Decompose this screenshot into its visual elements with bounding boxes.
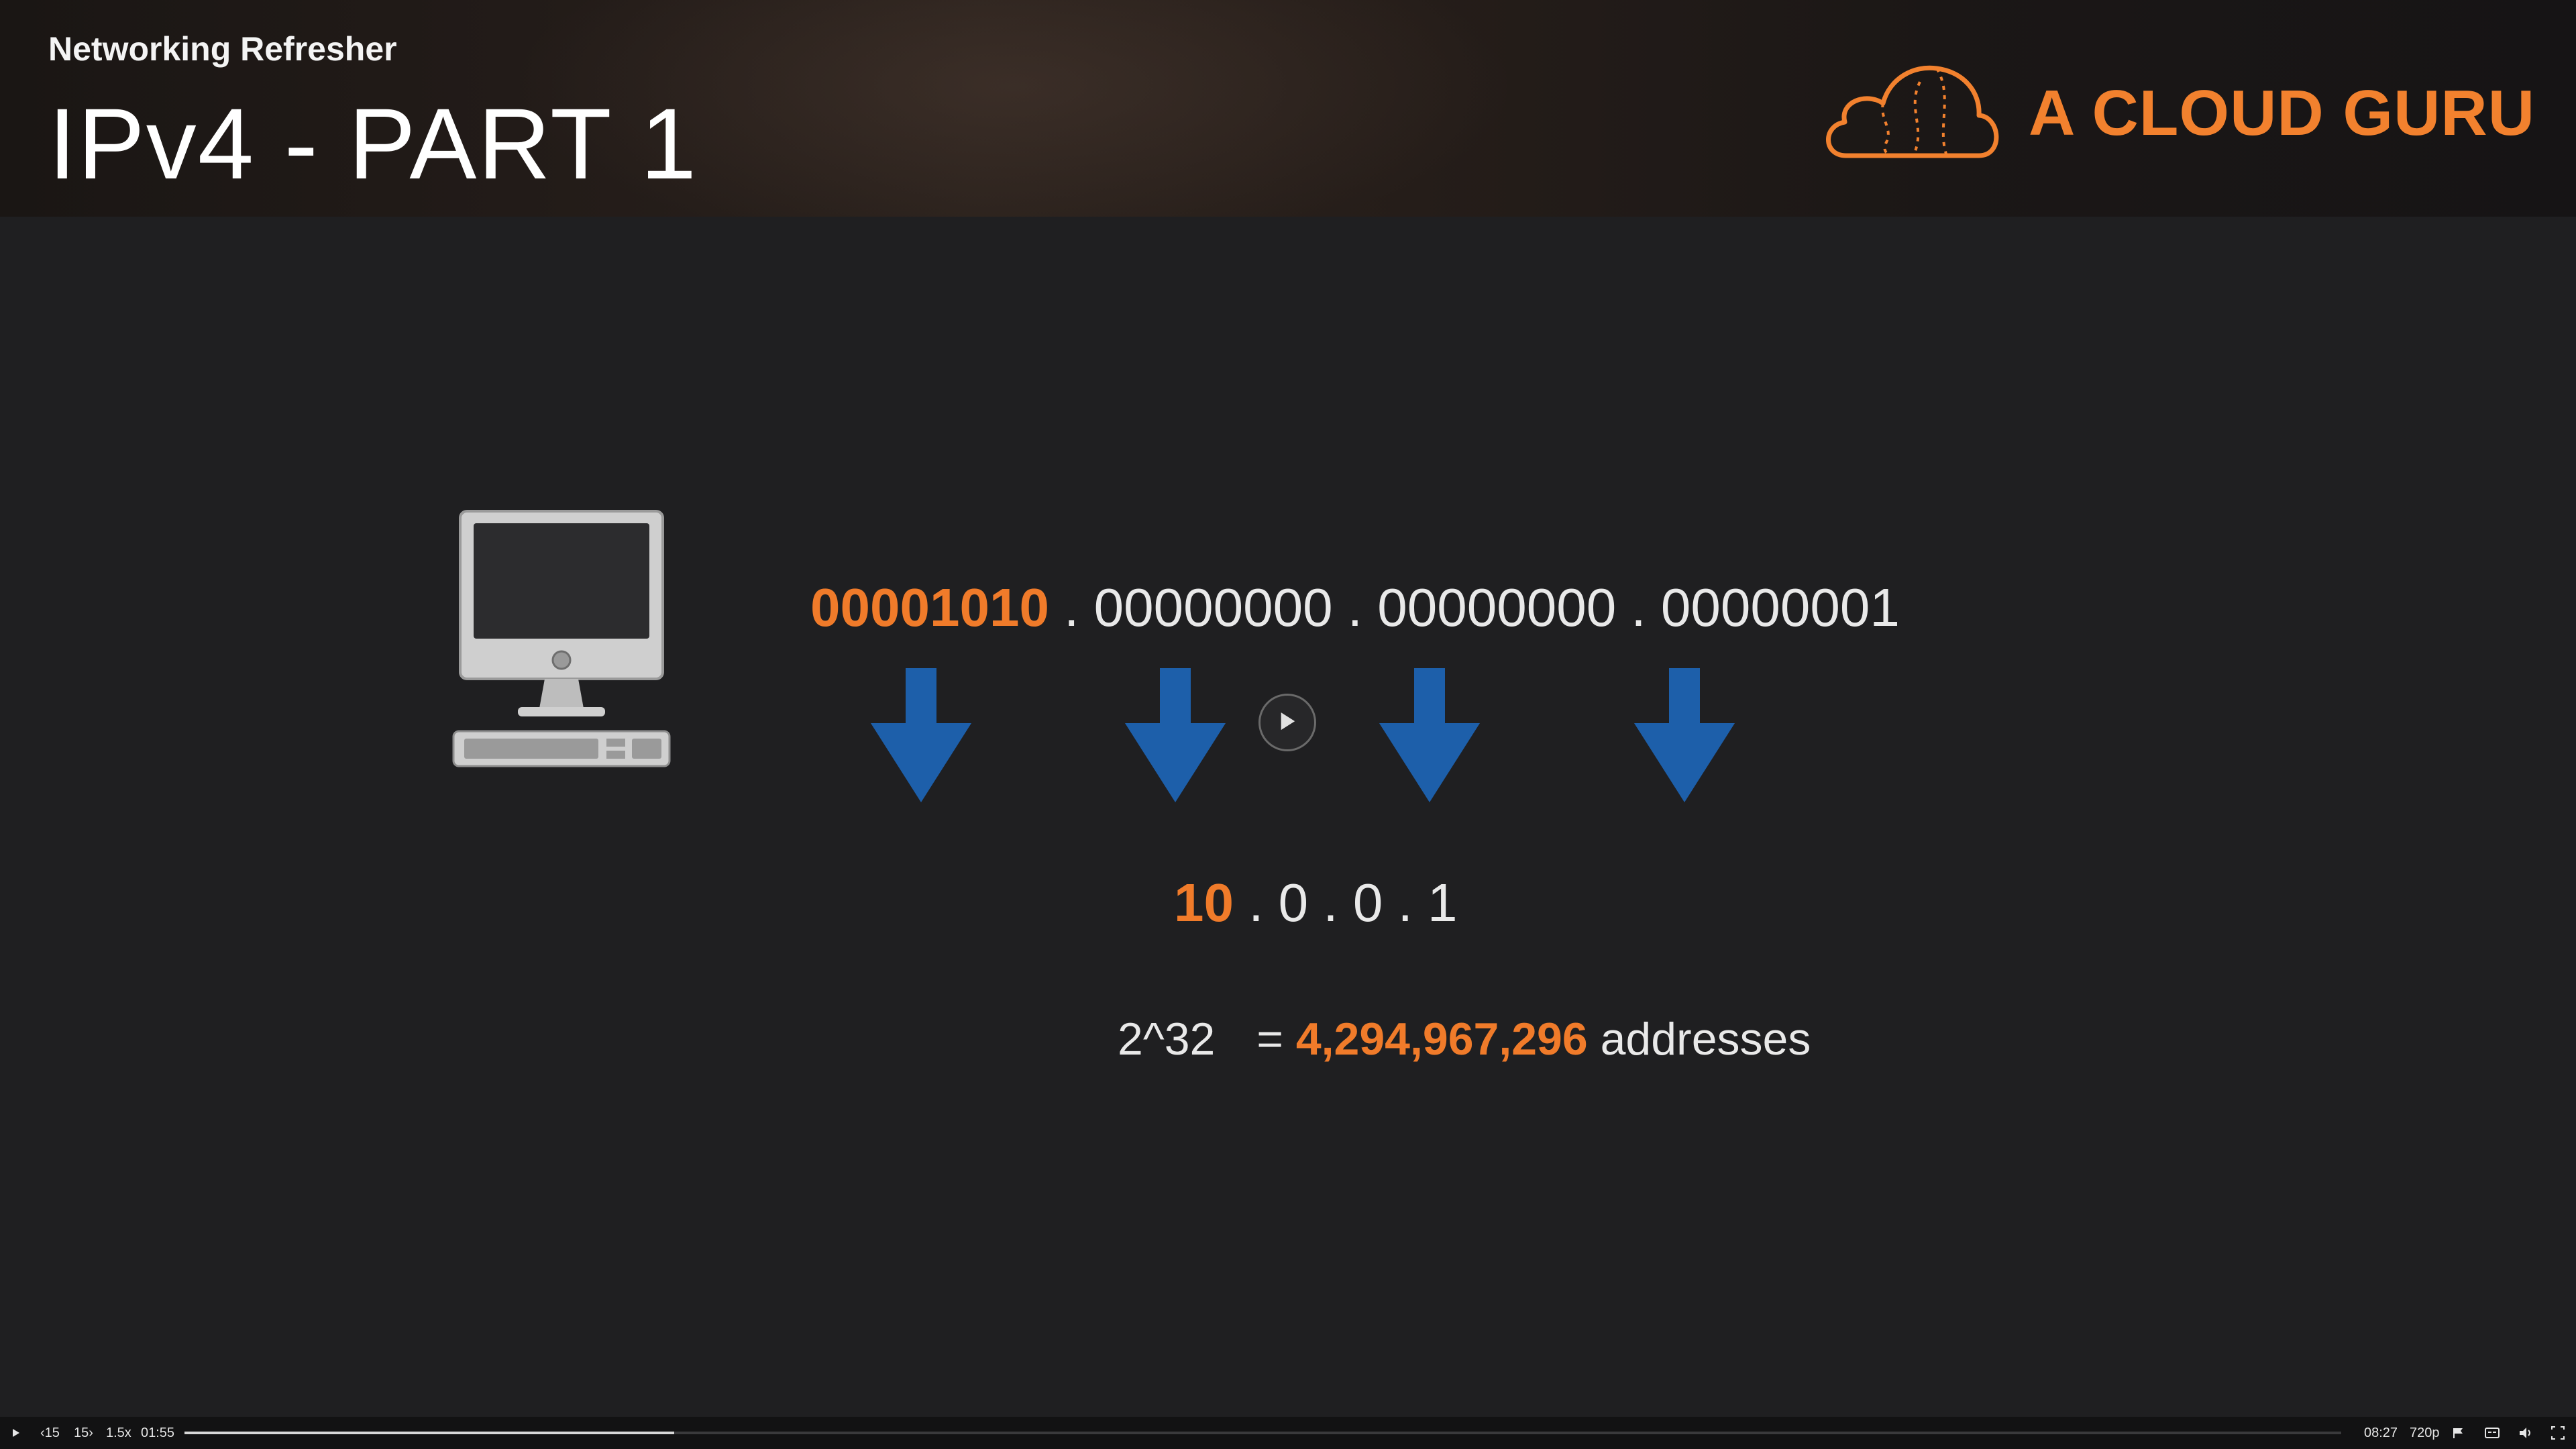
binary-octet-4: 00000001 <box>1660 578 1900 637</box>
decimal-separator: . <box>1383 873 1428 932</box>
decimal-separator: . <box>1233 873 1279 932</box>
captions-button[interactable] <box>2483 1422 2501 1444</box>
cloud-icon <box>1826 65 1999 158</box>
duration: 08:27 <box>2364 1426 2398 1440</box>
flag-icon <box>2453 1428 2463 1438</box>
volume-button[interactable] <box>2517 1422 2534 1444</box>
quality-button[interactable]: 720p <box>2410 1426 2440 1440</box>
course-subtitle: Networking Refresher <box>48 30 397 68</box>
brand-name: A CLOUD GURU <box>2029 77 2536 149</box>
equation-exponent: 2^32 <box>1118 1014 1216 1065</box>
binary-separator: . <box>1049 578 1094 637</box>
slide-header: Networking Refresher IPv4 - PART 1 A CLO… <box>0 0 2576 217</box>
fullscreen-icon <box>2551 1426 2565 1440</box>
forward-label: 15 <box>74 1426 89 1440</box>
binary-octet-2: 00000000 <box>1093 578 1333 637</box>
down-arrow-icon <box>1125 668 1226 802</box>
binary-separator: . <box>1332 578 1378 637</box>
progress-fill <box>184 1432 674 1434</box>
equation-unit: addresses <box>1600 1014 1811 1065</box>
forward-button[interactable]: 15› <box>74 1422 93 1444</box>
volume-icon <box>2520 1428 2530 1438</box>
decimal-octet-4: 1 <box>1428 873 1458 932</box>
fullscreen-button[interactable] <box>2549 1422 2567 1444</box>
binary-separator: . <box>1616 578 1661 637</box>
binary-octet-3: 00000000 <box>1377 578 1617 637</box>
play-icon <box>1281 712 1295 731</box>
play-icon <box>13 1429 19 1437</box>
brand-logo: A CLOUD GURU <box>1819 55 2534 169</box>
decimal-octet-3: 0 <box>1352 873 1383 932</box>
presenter-backdrop <box>510 0 1516 217</box>
address-count-equation: 2^32 = 4,294,967,296 addresses <box>1118 1013 1811 1065</box>
rewind-label: 15 <box>44 1426 60 1440</box>
decimal-separator: . <box>1308 873 1353 932</box>
decimal-address: 10 . 0 . 0 . 1 <box>1174 872 1458 934</box>
captions-icon <box>2485 1428 2500 1438</box>
binary-octet-1: 00001010 <box>810 578 1049 637</box>
decimal-octet-1: 10 <box>1174 873 1234 932</box>
play-button[interactable] <box>9 1422 23 1444</box>
center-play-button[interactable] <box>1258 694 1316 751</box>
current-time: 01:55 <box>141 1426 175 1440</box>
forward-icon: › <box>89 1426 93 1440</box>
video-controls: ‹15 15› 1.5x 01:55 08:27 720p <box>0 1417 2576 1449</box>
computer-icon <box>452 510 671 767</box>
rewind-button[interactable]: ‹15 <box>40 1422 60 1444</box>
equation-equals: = <box>1256 1014 1283 1065</box>
flag-button[interactable] <box>2450 1422 2466 1444</box>
down-arrow-icon <box>1379 668 1480 802</box>
equation-value: 4,294,967,296 <box>1295 1014 1588 1065</box>
down-arrow-icon <box>871 668 971 802</box>
slide-title: IPv4 - PART 1 <box>48 87 698 200</box>
down-arrow-icon <box>1634 668 1735 802</box>
progress-bar[interactable] <box>184 1432 2341 1434</box>
binary-address: 00001010 . 00000000 . 00000000 . 0000000… <box>810 577 1900 639</box>
playback-speed-button[interactable]: 1.5x <box>106 1426 131 1440</box>
decimal-octet-2: 0 <box>1278 873 1309 932</box>
rewind-icon: ‹ <box>40 1426 45 1440</box>
